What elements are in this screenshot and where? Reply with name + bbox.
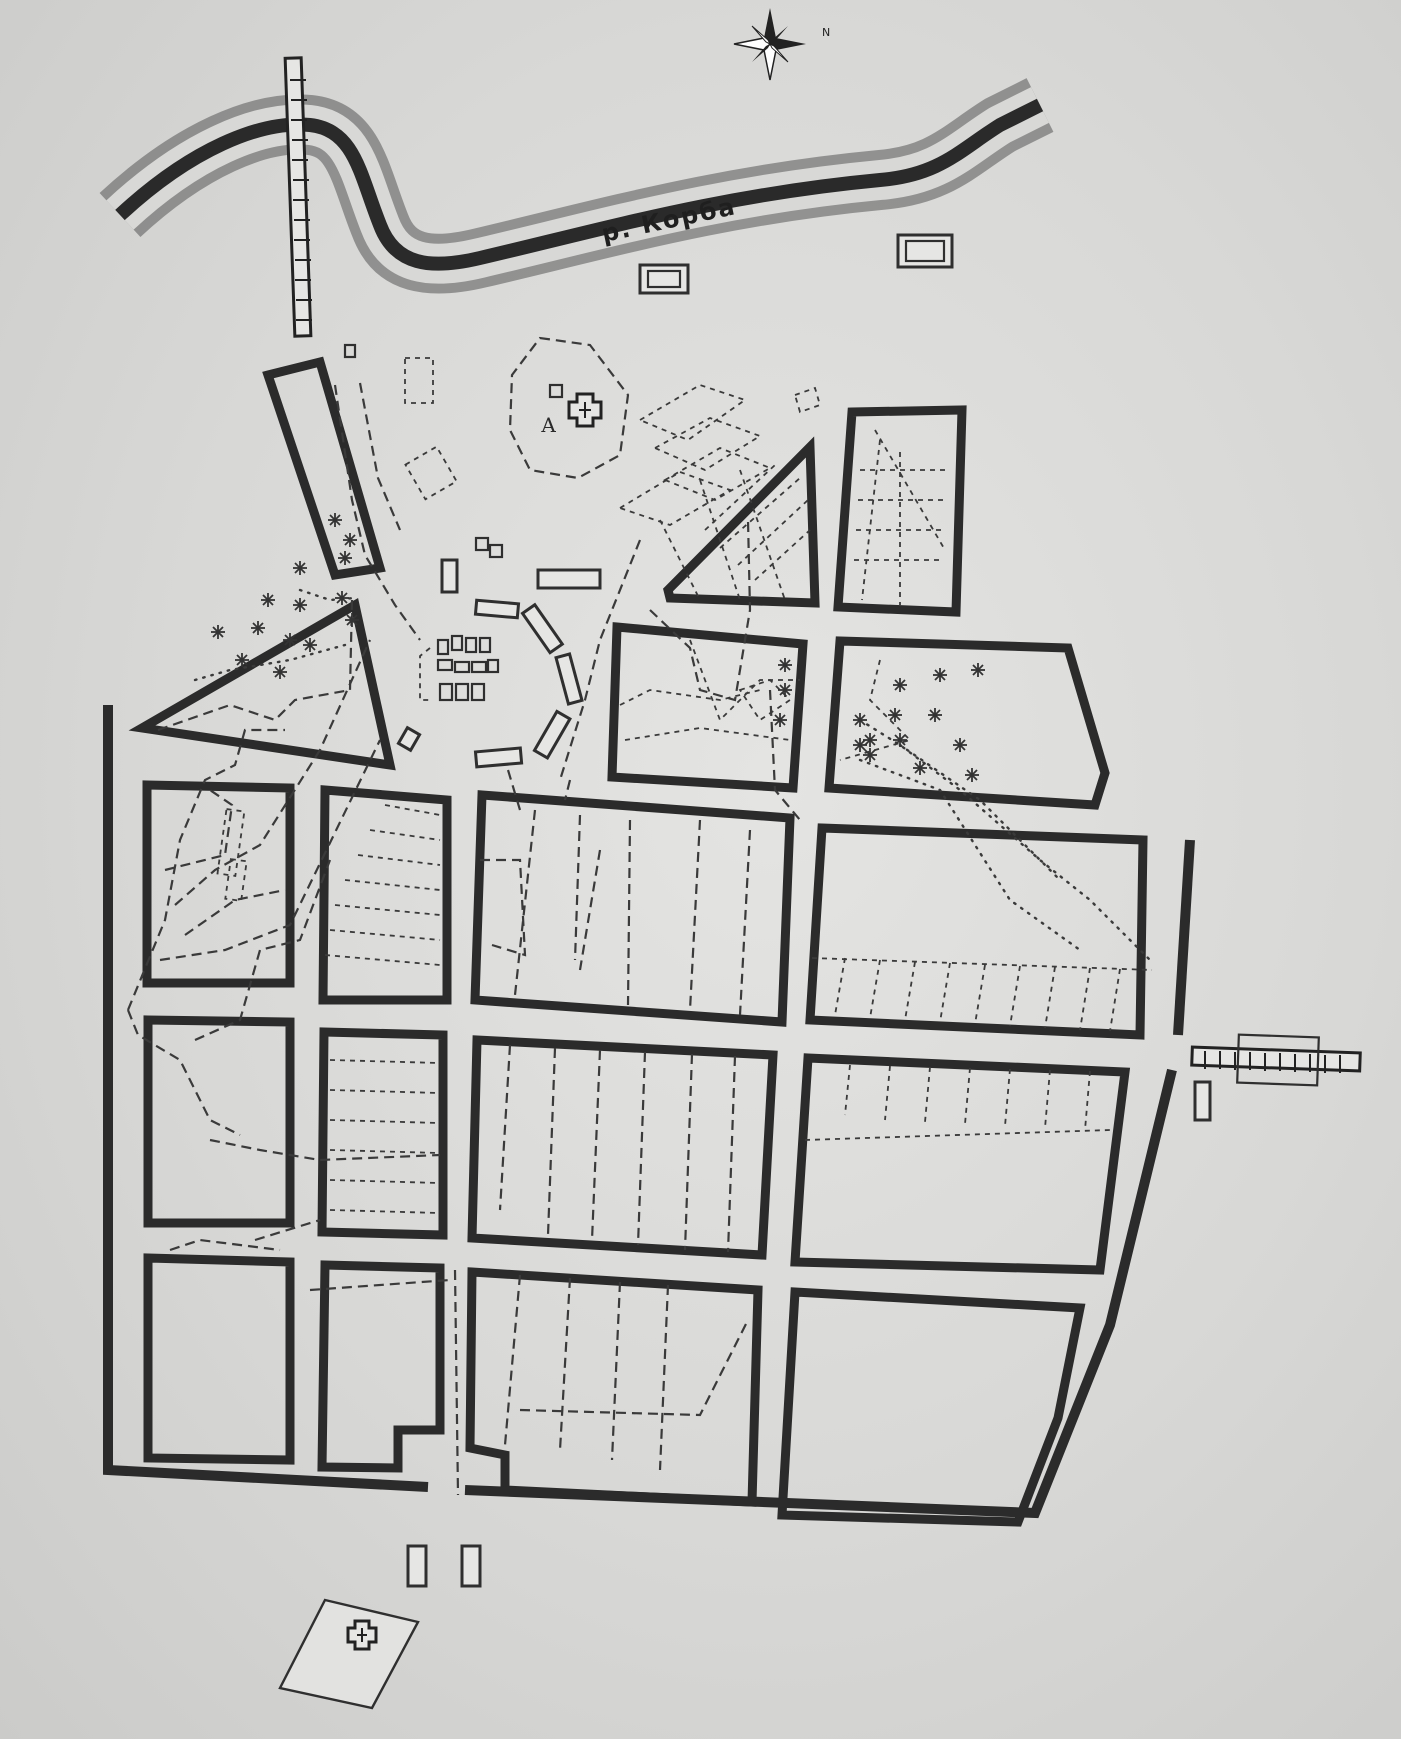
central-small-buildings xyxy=(343,343,602,769)
compass-rose-icon: N xyxy=(733,8,830,81)
marker-a-label: А xyxy=(541,413,556,437)
bridge-icon xyxy=(283,56,313,338)
church-cross-icon xyxy=(346,1619,378,1651)
dotted-boundaries xyxy=(193,588,1152,962)
south-gate-buildings xyxy=(278,1544,482,1710)
bridge-icon xyxy=(1190,1033,1362,1122)
north-label: N xyxy=(822,26,830,39)
town-walls xyxy=(103,705,1195,1519)
church-enclosure: А xyxy=(508,336,630,480)
riverside-buildings xyxy=(638,233,954,295)
church-cross-icon xyxy=(567,392,603,428)
church-side-outlines xyxy=(617,384,822,526)
old-plan-lines xyxy=(126,382,1153,1496)
town-blocks-north xyxy=(128,356,1110,810)
town-blocks-grid xyxy=(142,780,1148,1527)
